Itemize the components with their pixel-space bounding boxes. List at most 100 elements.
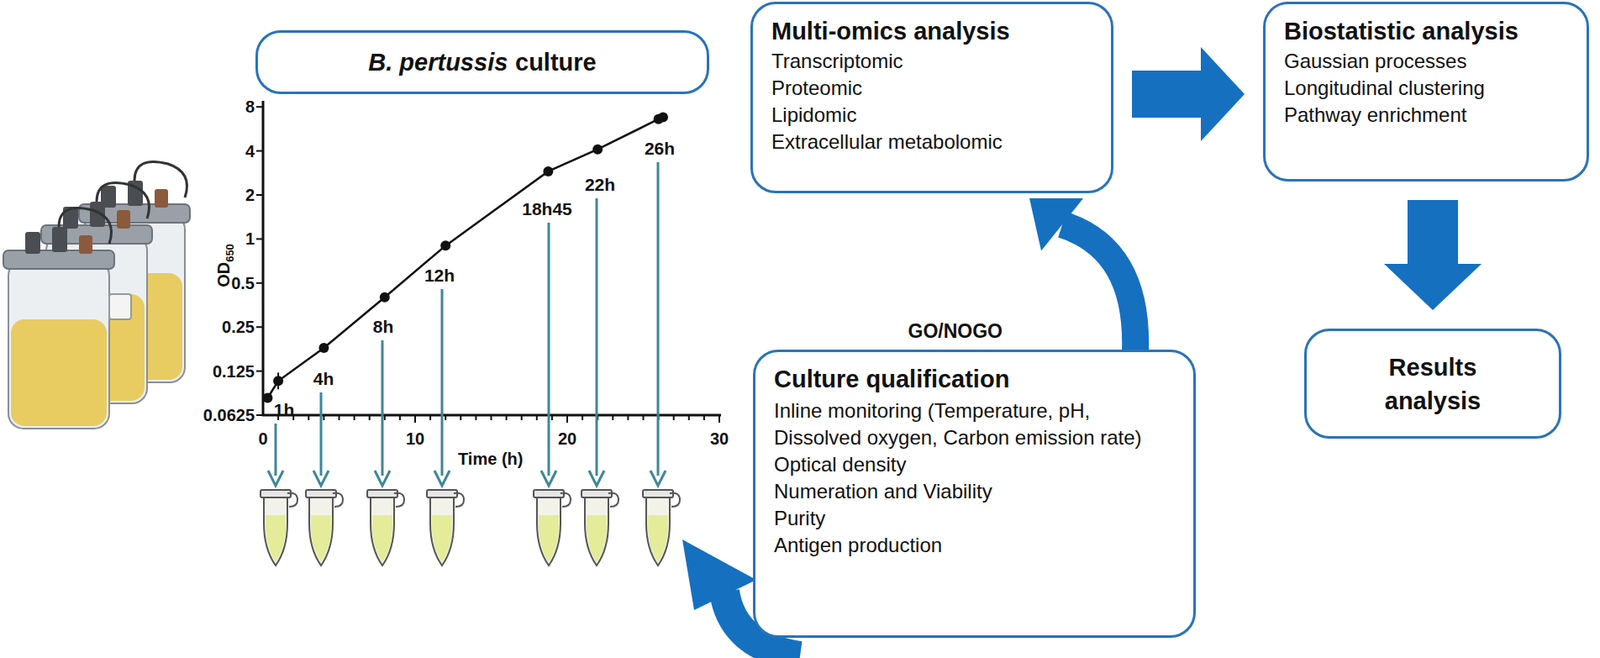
sample-arrowhead bbox=[268, 470, 284, 486]
arrowhead bbox=[1384, 263, 1482, 311]
axis-tick bbox=[551, 415, 553, 421]
box-item: Optical density bbox=[773, 451, 1175, 479]
axis-tick bbox=[718, 415, 721, 423]
tick-label: 4 bbox=[245, 142, 255, 160]
box-item: Gaussian processes bbox=[1284, 47, 1569, 75]
arrow-body bbox=[1407, 200, 1458, 264]
sample-arrowhead bbox=[434, 470, 450, 486]
point-label: 18h45 bbox=[521, 200, 573, 218]
axis-tick bbox=[566, 415, 569, 423]
axis-tick bbox=[521, 415, 523, 421]
tick-label: 0.125 bbox=[212, 363, 255, 380]
sample-arrow bbox=[657, 162, 660, 476]
axis-title-text: OD bbox=[214, 262, 233, 288]
tick-label: 10 bbox=[405, 430, 425, 448]
box-item: Pathway enrichment bbox=[1284, 101, 1569, 129]
data-point bbox=[318, 342, 329, 353]
arrow-body bbox=[1131, 70, 1201, 118]
flow-arrow bbox=[1029, 198, 1136, 352]
data-point bbox=[262, 392, 273, 403]
box-item: Antigen production bbox=[773, 531, 1175, 559]
axis-title: Time (h) bbox=[457, 450, 523, 468]
axis-tick bbox=[429, 415, 432, 421]
tick-label: 30 bbox=[710, 430, 729, 448]
data-point bbox=[542, 166, 553, 177]
axis-tick bbox=[536, 415, 538, 421]
sample-arrow bbox=[274, 423, 278, 476]
axis-tick bbox=[642, 415, 645, 421]
box-heading: B. pertussis bbox=[368, 45, 508, 79]
tick-label: 2 bbox=[245, 186, 255, 204]
error-bar bbox=[277, 372, 279, 390]
sample-arrow bbox=[595, 198, 599, 476]
axis-tick bbox=[256, 370, 264, 373]
axis-tick bbox=[256, 237, 264, 240]
process-box: Multi-omics analysisTranscriptomicProteo… bbox=[750, 1, 1114, 194]
process-box: B. pertussisculture bbox=[255, 30, 710, 95]
axis-tick bbox=[256, 414, 264, 416]
axis-tick bbox=[581, 415, 584, 421]
axis-tick bbox=[338, 415, 341, 421]
box-item: Inline monitoring (Temperature, pH, Diss… bbox=[773, 397, 1175, 452]
axis-title: OD650 bbox=[214, 243, 237, 288]
axis-tick bbox=[384, 415, 386, 421]
sample-arrowhead bbox=[541, 470, 557, 486]
sample-arrow bbox=[320, 392, 323, 476]
box-item: Purity bbox=[773, 505, 1175, 532]
point-label: 12h bbox=[424, 266, 455, 285]
process-box: Culture qualificationInline monitoring (… bbox=[752, 349, 1196, 638]
tick-label: 1 bbox=[245, 230, 255, 248]
tick-label: 0.0625 bbox=[203, 406, 255, 424]
axis-tick bbox=[368, 415, 371, 421]
point-label: 8h bbox=[373, 317, 395, 336]
axis-tick bbox=[414, 415, 416, 423]
box-heading: Results analysis bbox=[1357, 350, 1509, 418]
box-item: Proteomic bbox=[771, 74, 1093, 102]
axis-tick bbox=[444, 415, 447, 421]
sample-arrow bbox=[441, 289, 444, 476]
box-heading: Culture qualification bbox=[773, 362, 1175, 396]
data-point bbox=[592, 144, 603, 155]
point-label: 1h bbox=[273, 400, 295, 419]
sample-arrowhead bbox=[374, 470, 390, 486]
axis-subscript: 650 bbox=[223, 243, 237, 263]
edge-label: GO/NOGO bbox=[906, 320, 1005, 343]
data-point bbox=[657, 111, 669, 122]
tick-label: 20 bbox=[557, 430, 577, 448]
axis-tick bbox=[256, 105, 264, 108]
data-point bbox=[379, 292, 390, 303]
tick-label: 0.5 bbox=[231, 274, 255, 292]
process-box: Results analysis bbox=[1304, 328, 1562, 439]
axis-tick bbox=[459, 415, 462, 421]
axis-tick bbox=[626, 415, 629, 421]
axis-tick bbox=[673, 415, 675, 421]
axis-tick bbox=[505, 415, 508, 421]
axis-tick bbox=[322, 415, 325, 421]
box-item: culture bbox=[515, 45, 597, 79]
box-item: Numeration and Viability bbox=[773, 478, 1175, 506]
sample-arrowhead bbox=[589, 470, 605, 486]
box-item: Transcriptomic bbox=[771, 47, 1093, 75]
axis-tick bbox=[490, 415, 493, 421]
axis-tick bbox=[256, 282, 264, 285]
axis-tick bbox=[688, 415, 690, 421]
axis-tick bbox=[256, 194, 264, 196]
process-box: Biostatistic analysisGaussian processesL… bbox=[1263, 1, 1590, 182]
tick-label: 0.25 bbox=[221, 318, 255, 336]
box-heading: Biostatistic analysis bbox=[1284, 14, 1569, 48]
flow-arrow bbox=[1384, 200, 1482, 311]
point-label: 26h bbox=[644, 139, 675, 158]
axis-tick bbox=[307, 415, 310, 421]
box-item: Longitudinal clustering bbox=[1284, 74, 1569, 102]
axis-tick bbox=[703, 415, 706, 421]
sample-arrow bbox=[381, 340, 385, 476]
box-item: Extracellular metabolomic bbox=[771, 128, 1093, 156]
box-item: Lipidomic bbox=[771, 101, 1093, 129]
arrowhead bbox=[1200, 47, 1245, 142]
flow-arrow bbox=[1131, 47, 1245, 142]
point-label: 22h bbox=[584, 175, 616, 194]
axis-tick bbox=[353, 415, 356, 421]
arrow-body bbox=[1062, 224, 1136, 352]
axis-tick bbox=[474, 415, 477, 421]
point-label: 4h bbox=[313, 369, 335, 388]
